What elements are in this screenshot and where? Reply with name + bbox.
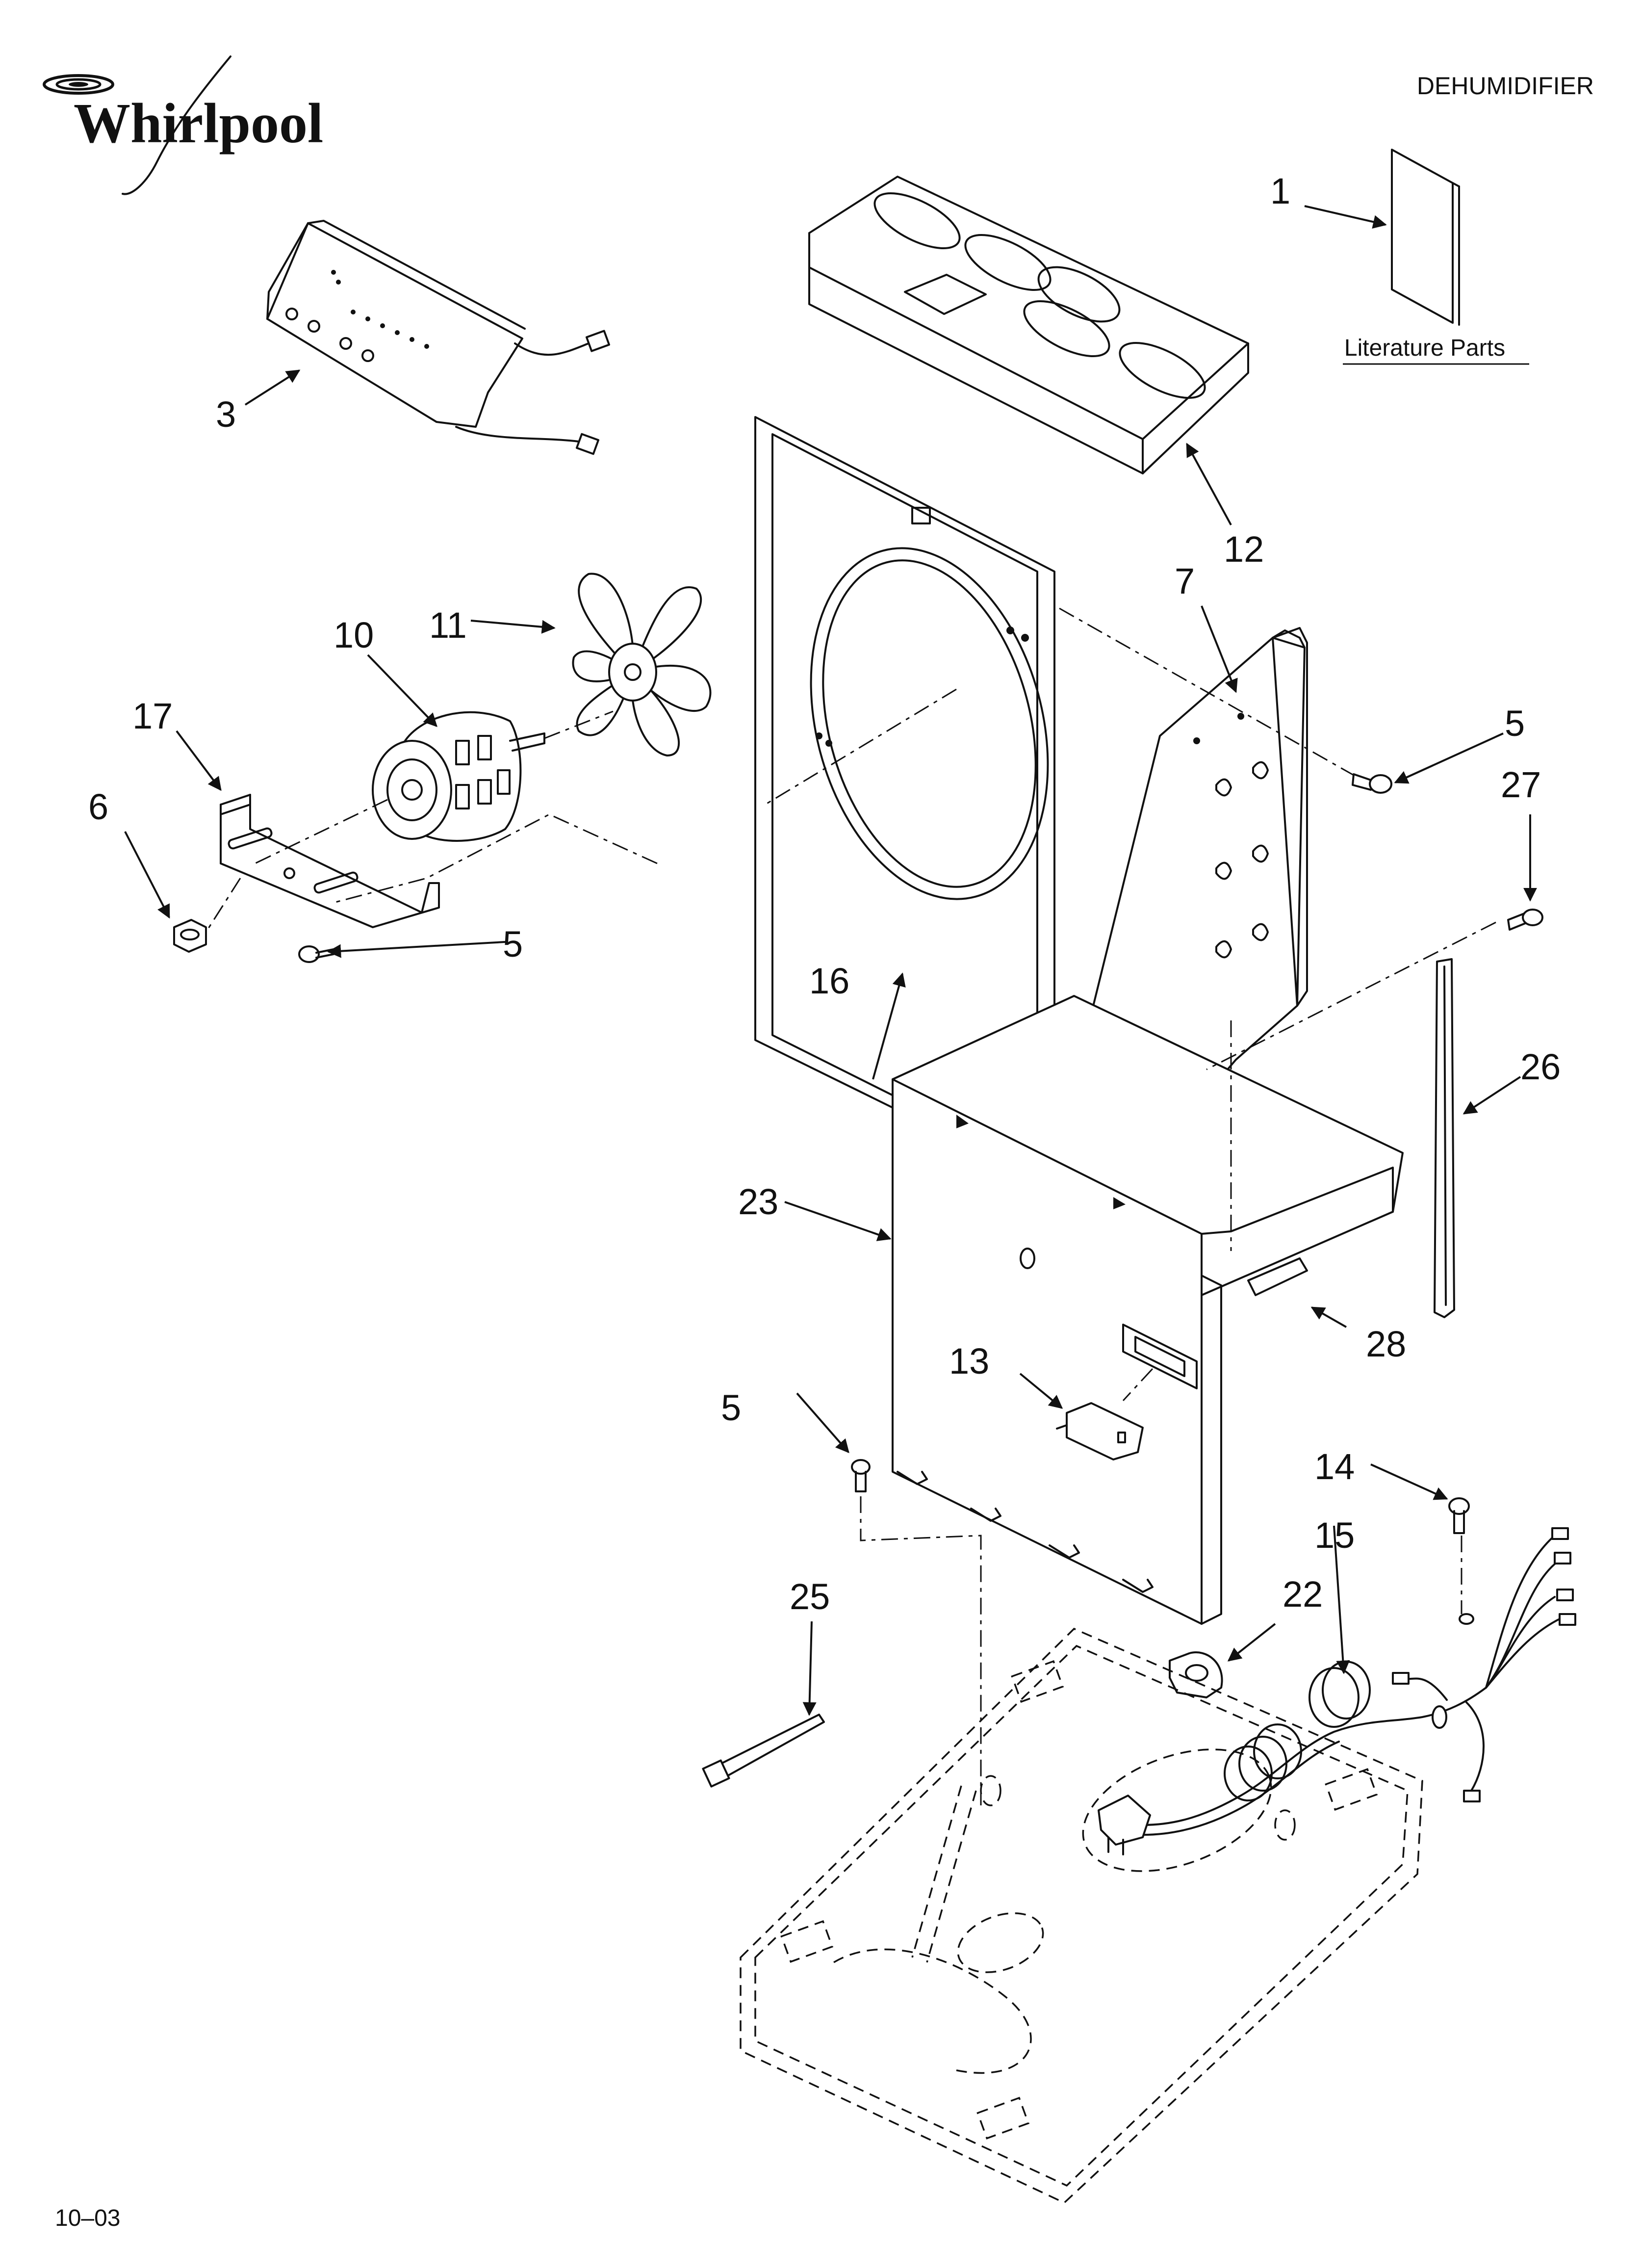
part-15-power-cord [1098, 1527, 1576, 1855]
base-pan-outline [740, 1627, 1423, 2204]
swirl-icon [43, 55, 231, 195]
callout-1: 1 [1270, 171, 1290, 211]
part-26-side-strip [1434, 958, 1455, 1318]
callout-leaders [124, 205, 1537, 1716]
brand-wordmark: Whirlpool [74, 92, 323, 155]
part-6-nut [173, 919, 207, 953]
part-1-literature: Literature Parts [1343, 149, 1529, 365]
callout-17: 17 [132, 696, 173, 736]
part-13-switch [1056, 1402, 1144, 1460]
callout-10: 10 [334, 615, 374, 655]
housing-tabs [897, 1471, 1154, 1593]
motor-slots [455, 735, 511, 809]
callout-5-evaporator: 5 [1505, 703, 1525, 744]
date-code: 10–03 [55, 2205, 120, 2231]
assembly-guide-lines [205, 607, 1496, 1805]
callout-5-motor-bracket: 5 [503, 924, 523, 965]
part-5-screw-left [298, 945, 334, 963]
literature-parts-label: Literature Parts [1344, 335, 1505, 361]
part-17-motor-bracket [220, 794, 440, 928]
part-23-base-housing [892, 995, 1404, 1625]
bracket-slots [1215, 761, 1269, 959]
part-5-screw-right [1352, 773, 1392, 794]
part-28-label [1247, 1257, 1308, 1296]
part-5-screw-bottom [851, 1459, 871, 1492]
part-22-clip [1169, 1651, 1223, 1698]
product-title: DEHUMIDIFIER [1417, 72, 1594, 100]
callout-13: 13 [949, 1341, 989, 1382]
callout-5-housing: 5 [721, 1387, 741, 1428]
callout-7: 7 [1175, 561, 1195, 601]
callout-28: 28 [1366, 1324, 1406, 1364]
part-10-motor [372, 710, 614, 842]
callout-25: 25 [790, 1576, 830, 1617]
callout-27: 27 [1501, 764, 1541, 805]
callout-6: 6 [88, 786, 108, 827]
part-11-fan-blade [572, 573, 712, 756]
callout-16: 16 [809, 961, 849, 1001]
whirlpool-logo: Whirlpool [43, 55, 323, 195]
control-leds [331, 270, 429, 349]
part-27-screw [1507, 909, 1543, 931]
part-14-screw [1448, 1497, 1474, 1625]
callout-22: 22 [1283, 1574, 1323, 1615]
callout-3: 3 [216, 394, 236, 435]
callout-23: 23 [738, 1181, 778, 1222]
callout-12: 12 [1224, 529, 1264, 570]
part-12-top-cover [808, 176, 1249, 474]
callout-15: 15 [1314, 1515, 1355, 1556]
callout-11: 11 [429, 605, 467, 646]
part-3-control-panel [266, 220, 610, 455]
part-25-tie-wrap [702, 1714, 825, 1788]
callout-14: 14 [1314, 1446, 1355, 1487]
callout-numbers: 1 3 5 5 5 6 7 10 11 12 13 14 15 16 17 22… [88, 171, 1561, 1617]
callout-26: 26 [1520, 1046, 1561, 1087]
